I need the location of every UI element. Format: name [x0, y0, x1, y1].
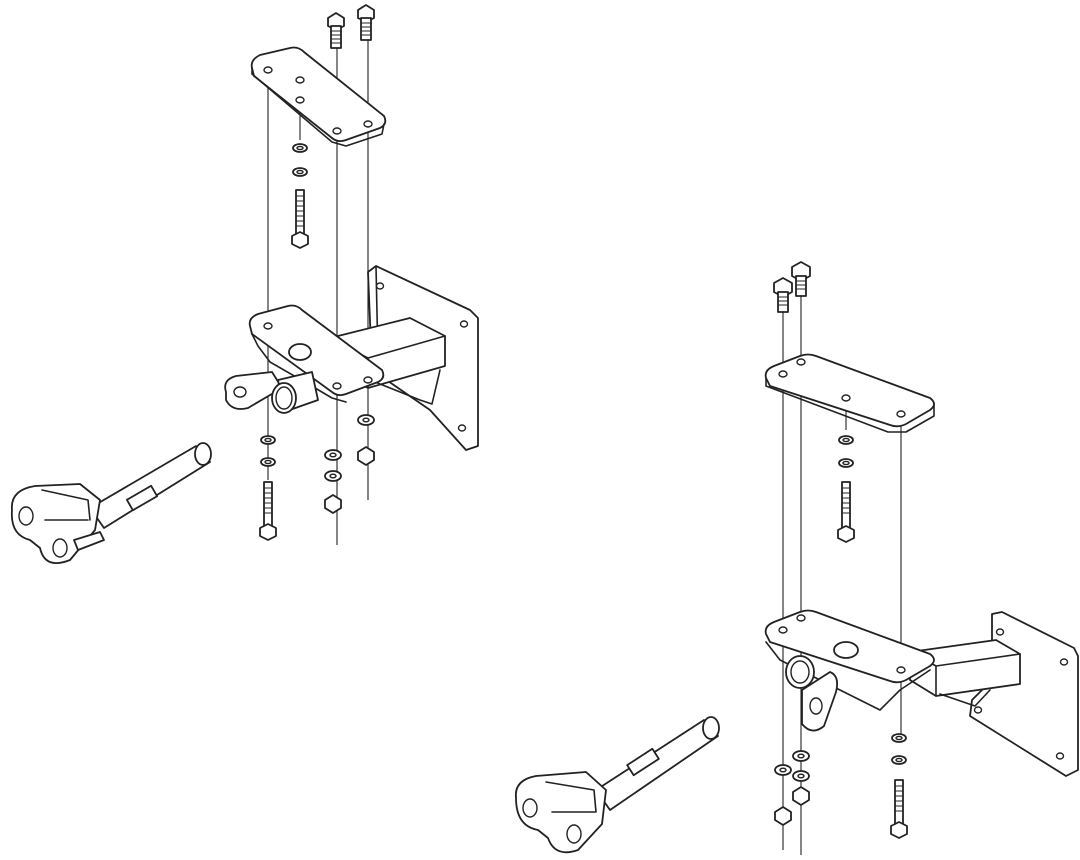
right-hitch-pin-clevis: [514, 716, 720, 854]
right-bottom-hardware: [774, 733, 908, 839]
right-top-bolt-1: [773, 277, 793, 313]
left-center-washers-bolt: [291, 143, 309, 249]
left-assembly: [10, 4, 479, 564]
left-bottom-hardware: [259, 414, 375, 541]
right-top-bolt-2: [791, 261, 811, 297]
left-top-plate: [250, 46, 387, 147]
right-center-washers-bolt: [837, 435, 855, 543]
left-hitch-pin-clevis: [10, 442, 212, 564]
right-assembly: [514, 261, 1079, 855]
right-hitch-plate: [764, 609, 935, 711]
right-pin-sleeve-and-tab: [785, 655, 839, 732]
left-hitch-plate: [248, 304, 385, 403]
left-pin-sleeve-and-tab: [224, 371, 319, 414]
left-top-bolt-1: [327, 12, 345, 49]
right-top-plate: [764, 353, 935, 433]
left-top-bolt-2: [357, 4, 375, 41]
